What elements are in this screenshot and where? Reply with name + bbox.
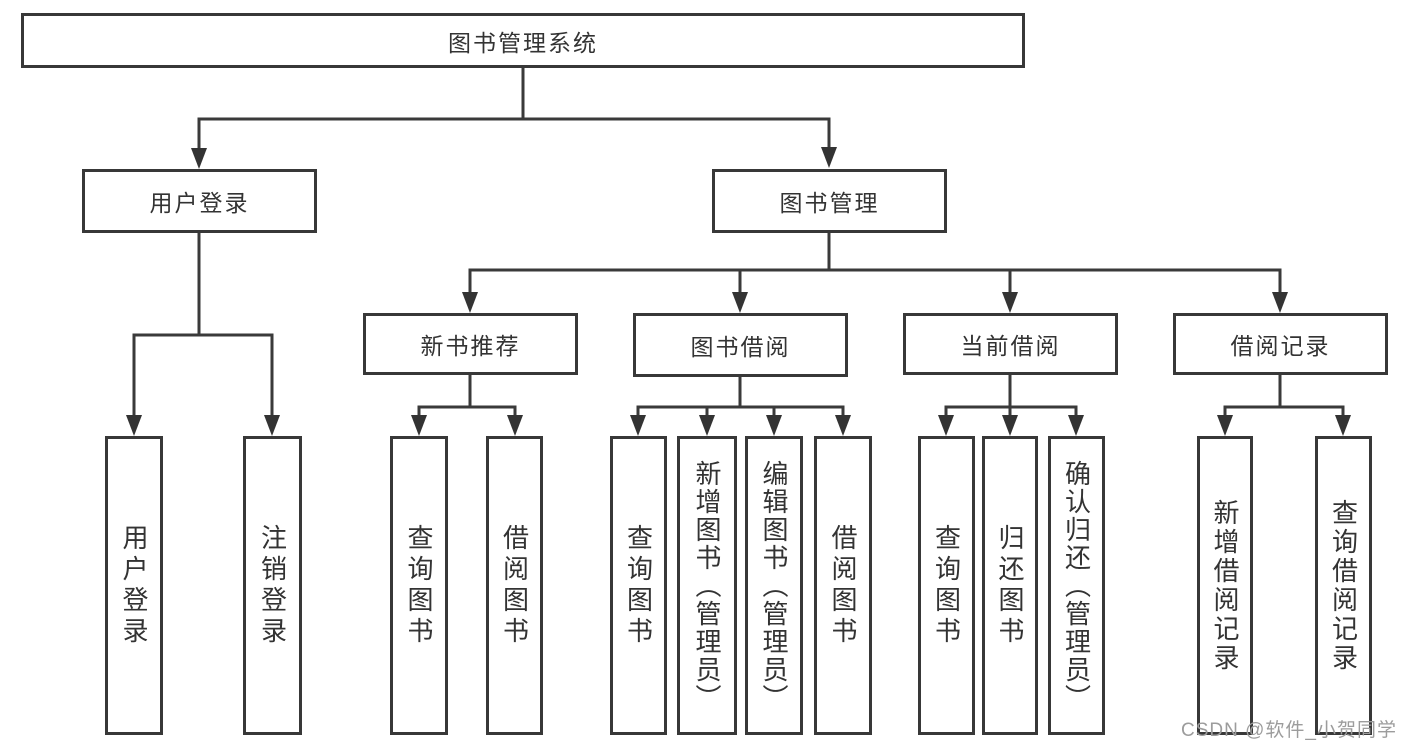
csdn-watermark: CSDN @软件_小贺同学	[1181, 720, 1397, 741]
leaf-logout: 注销登录	[243, 436, 302, 735]
node-book-borrow: 图书借阅	[633, 313, 848, 377]
leaf-borrow-books-recommend: 借阅图书	[486, 436, 543, 735]
leaf-query-books-current: 查询图书	[918, 436, 975, 735]
connector-user-login-children	[126, 231, 280, 436]
connector-book-management-children	[462, 231, 1288, 313]
node-book-management: 图书管理	[712, 169, 947, 233]
arrowhead	[699, 415, 715, 436]
connector-root-to-level2	[191, 66, 837, 169]
leaf-add-book-admin: 新增图书（管理员）	[677, 436, 737, 735]
arrowhead	[411, 415, 427, 436]
connector-book-borrow-children	[630, 373, 851, 436]
arrowhead	[1002, 415, 1018, 436]
leaf-borrow-books: 借阅图书	[814, 436, 872, 735]
arrowhead	[264, 415, 280, 436]
leaf-edit-book-admin: 编辑图书（管理员）	[745, 436, 803, 735]
node-current-borrow: 当前借阅	[903, 313, 1118, 375]
arrowhead	[126, 415, 142, 436]
connector-new-book-children	[411, 373, 523, 436]
leaf-query-books-borrow: 查询图书	[610, 436, 667, 735]
node-borrow-records: 借阅记录	[1173, 313, 1388, 375]
arrowhead	[821, 147, 837, 168]
arrowhead	[1217, 415, 1233, 436]
connector-borrow-records-children	[1217, 373, 1351, 436]
arrowhead	[835, 415, 851, 436]
node-new-book-recommend: 新书推荐	[363, 313, 578, 375]
arrowhead	[1335, 415, 1351, 436]
arrowhead	[630, 415, 646, 436]
arrowhead	[1068, 415, 1084, 436]
arrowhead	[507, 415, 523, 436]
arrowhead	[191, 148, 207, 169]
leaf-user-login: 用户登录	[105, 436, 163, 735]
leaf-add-borrow-record: 新增借阅记录	[1197, 436, 1253, 735]
arrowhead	[462, 292, 478, 313]
arrowhead	[732, 292, 748, 313]
node-user-login: 用户登录	[82, 169, 317, 233]
node-library-management-system: 图书管理系统	[21, 13, 1025, 68]
arrowhead	[1002, 292, 1018, 313]
arrowhead	[938, 415, 954, 436]
leaf-query-borrow-record: 查询借阅记录	[1315, 436, 1372, 735]
arrowhead	[1272, 292, 1288, 313]
connector-current-borrow-children	[938, 373, 1084, 436]
leaf-query-books-recommend: 查询图书	[390, 436, 448, 735]
arrowhead	[766, 415, 782, 436]
leaf-return-books: 归还图书	[982, 436, 1038, 735]
leaf-confirm-return-admin: 确认归还（管理员）	[1048, 436, 1105, 735]
